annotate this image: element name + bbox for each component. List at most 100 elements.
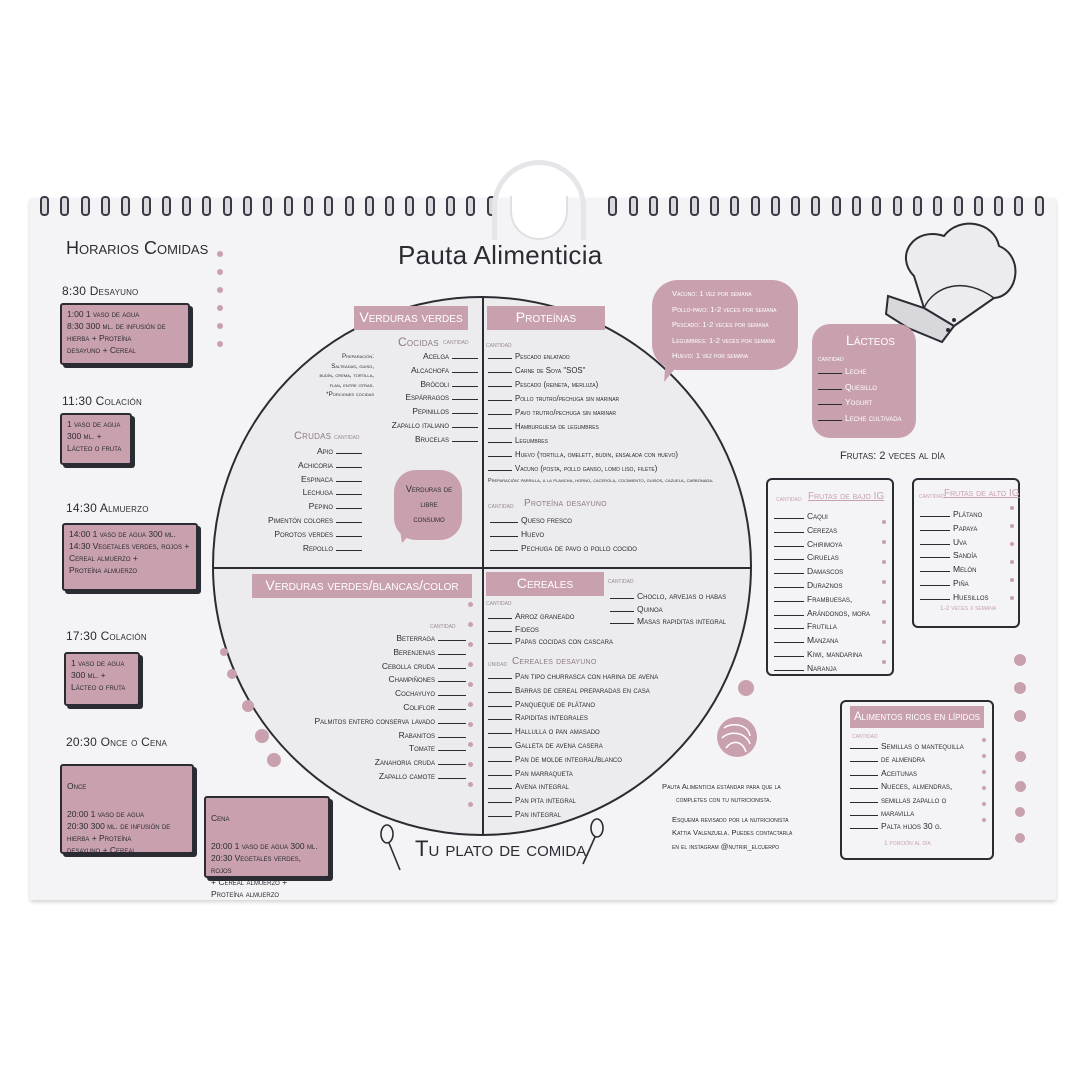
list-item: Vacuno: 1 vez por semana bbox=[672, 286, 796, 302]
decorative-dot bbox=[882, 540, 886, 544]
quantity-blank[interactable] bbox=[452, 420, 478, 428]
quantity-blank[interactable] bbox=[336, 446, 362, 454]
quantity-blank[interactable] bbox=[774, 511, 804, 519]
quantity-blank[interactable] bbox=[774, 594, 804, 602]
quantity-blank[interactable] bbox=[850, 808, 878, 817]
quantity-blank[interactable] bbox=[610, 616, 634, 624]
quantity-blank[interactable] bbox=[920, 592, 950, 600]
quantity-blank[interactable] bbox=[774, 649, 804, 657]
quantity-blank[interactable] bbox=[488, 624, 512, 632]
quantity-blank[interactable] bbox=[488, 768, 512, 776]
quantity-blank[interactable] bbox=[438, 730, 466, 738]
binding-ring bbox=[852, 196, 861, 216]
quantity-blank[interactable] bbox=[490, 515, 518, 523]
quantity-blank[interactable] bbox=[438, 716, 466, 724]
quantity-blank[interactable] bbox=[774, 525, 804, 533]
quantity-blank[interactable] bbox=[850, 754, 878, 763]
quantity-blank[interactable] bbox=[774, 539, 804, 547]
quantity-blank[interactable] bbox=[336, 487, 362, 496]
quantity-blank[interactable] bbox=[850, 795, 878, 803]
meal-time-2: 11:30 Colación bbox=[62, 394, 142, 408]
quantity-blank[interactable] bbox=[452, 379, 478, 387]
list-item: Frutilla bbox=[774, 620, 890, 634]
quantity-blank[interactable] bbox=[488, 611, 512, 619]
quantity-blank[interactable] bbox=[920, 564, 950, 573]
quantity-blank[interactable] bbox=[452, 365, 478, 373]
quantity-blank[interactable] bbox=[920, 550, 950, 559]
quantity-blank[interactable] bbox=[336, 460, 362, 468]
quantity-blank[interactable] bbox=[490, 543, 518, 551]
quantity-blank[interactable] bbox=[438, 688, 466, 697]
quantity-blank[interactable] bbox=[920, 523, 950, 531]
quantity-blank[interactable] bbox=[488, 351, 512, 359]
quantity-blank[interactable] bbox=[488, 795, 512, 804]
quantity-blank[interactable] bbox=[488, 671, 512, 679]
list-item: Avena integral bbox=[488, 780, 708, 794]
quantity-blank[interactable] bbox=[774, 580, 804, 588]
list-item: Vacuno (posta, pollo ganso, lomo liso, f… bbox=[488, 462, 748, 476]
binding-ring bbox=[40, 196, 49, 216]
quantity-blank[interactable] bbox=[336, 529, 362, 537]
quantity-blank[interactable] bbox=[438, 647, 466, 655]
quantity-blank[interactable] bbox=[438, 661, 466, 669]
list-item-text: Leche bbox=[845, 366, 867, 376]
quantity-blank[interactable] bbox=[488, 685, 512, 693]
quantity-blank[interactable] bbox=[488, 754, 512, 762]
quantity-blank[interactable] bbox=[490, 529, 518, 537]
quantity-blank[interactable] bbox=[920, 537, 950, 545]
binding-ring bbox=[730, 196, 740, 216]
quantity-blank[interactable] bbox=[818, 413, 842, 421]
quantity-blank[interactable] bbox=[610, 591, 634, 599]
quantity-blank[interactable] bbox=[488, 449, 512, 457]
quantity-blank[interactable] bbox=[488, 421, 512, 429]
quantity-blank[interactable] bbox=[818, 366, 842, 374]
decorative-dot bbox=[255, 729, 269, 743]
quantity-blank[interactable] bbox=[774, 621, 804, 630]
quantity-blank[interactable] bbox=[774, 635, 804, 644]
quantity-blank[interactable] bbox=[488, 740, 512, 748]
quantity-blank[interactable] bbox=[488, 809, 512, 817]
decorative-dot bbox=[1015, 807, 1025, 817]
quantity-blank[interactable] bbox=[774, 608, 804, 616]
quantity-blank[interactable] bbox=[336, 501, 362, 510]
quantity-blank[interactable] bbox=[336, 474, 362, 482]
quantity-blank[interactable] bbox=[488, 365, 512, 373]
quantity-blank[interactable] bbox=[774, 566, 804, 575]
quantity-blank[interactable] bbox=[488, 435, 512, 443]
quantity-blank[interactable] bbox=[818, 397, 842, 405]
quantity-blank[interactable] bbox=[488, 407, 512, 415]
quantity-blank[interactable] bbox=[610, 604, 634, 612]
quantity-blank[interactable] bbox=[438, 702, 466, 710]
quantity-blank[interactable] bbox=[488, 726, 512, 735]
quantity-blank[interactable] bbox=[438, 674, 466, 683]
quantity-blank[interactable] bbox=[488, 699, 512, 707]
quantity-blank[interactable] bbox=[818, 382, 842, 390]
quantity-blank[interactable] bbox=[336, 515, 362, 523]
quantity-blank[interactable] bbox=[850, 741, 878, 749]
quantity-blank[interactable] bbox=[438, 757, 466, 766]
quantity-blank[interactable] bbox=[488, 393, 512, 401]
quantity-blank[interactable] bbox=[850, 768, 878, 776]
quantity-blank[interactable] bbox=[488, 463, 512, 471]
quantity-blank[interactable] bbox=[452, 392, 478, 401]
quantity-blank[interactable] bbox=[488, 379, 512, 387]
quantity-blank[interactable] bbox=[774, 663, 804, 671]
quantity-blank[interactable] bbox=[336, 543, 362, 551]
quantity-blank[interactable] bbox=[438, 633, 466, 641]
quantity-blank[interactable] bbox=[452, 406, 478, 415]
list-item-text: Ciruelas bbox=[807, 552, 839, 563]
hanger-hook bbox=[492, 160, 586, 240]
quantity-blank[interactable] bbox=[850, 781, 878, 790]
quantity-blank[interactable] bbox=[438, 771, 466, 779]
quantity-blank[interactable] bbox=[850, 821, 878, 830]
quantity-blank[interactable] bbox=[488, 636, 512, 644]
quantity-blank[interactable] bbox=[452, 434, 478, 442]
quantity-blank[interactable] bbox=[920, 509, 950, 517]
quantity-blank[interactable] bbox=[452, 351, 478, 359]
quantity-blank[interactable] bbox=[438, 743, 466, 752]
quantity-blank[interactable] bbox=[774, 552, 804, 561]
list-item: Pan de molde integral/blanco bbox=[488, 753, 708, 767]
quantity-blank[interactable] bbox=[920, 578, 950, 586]
quantity-blank[interactable] bbox=[488, 781, 512, 790]
quantity-blank[interactable] bbox=[488, 712, 512, 721]
